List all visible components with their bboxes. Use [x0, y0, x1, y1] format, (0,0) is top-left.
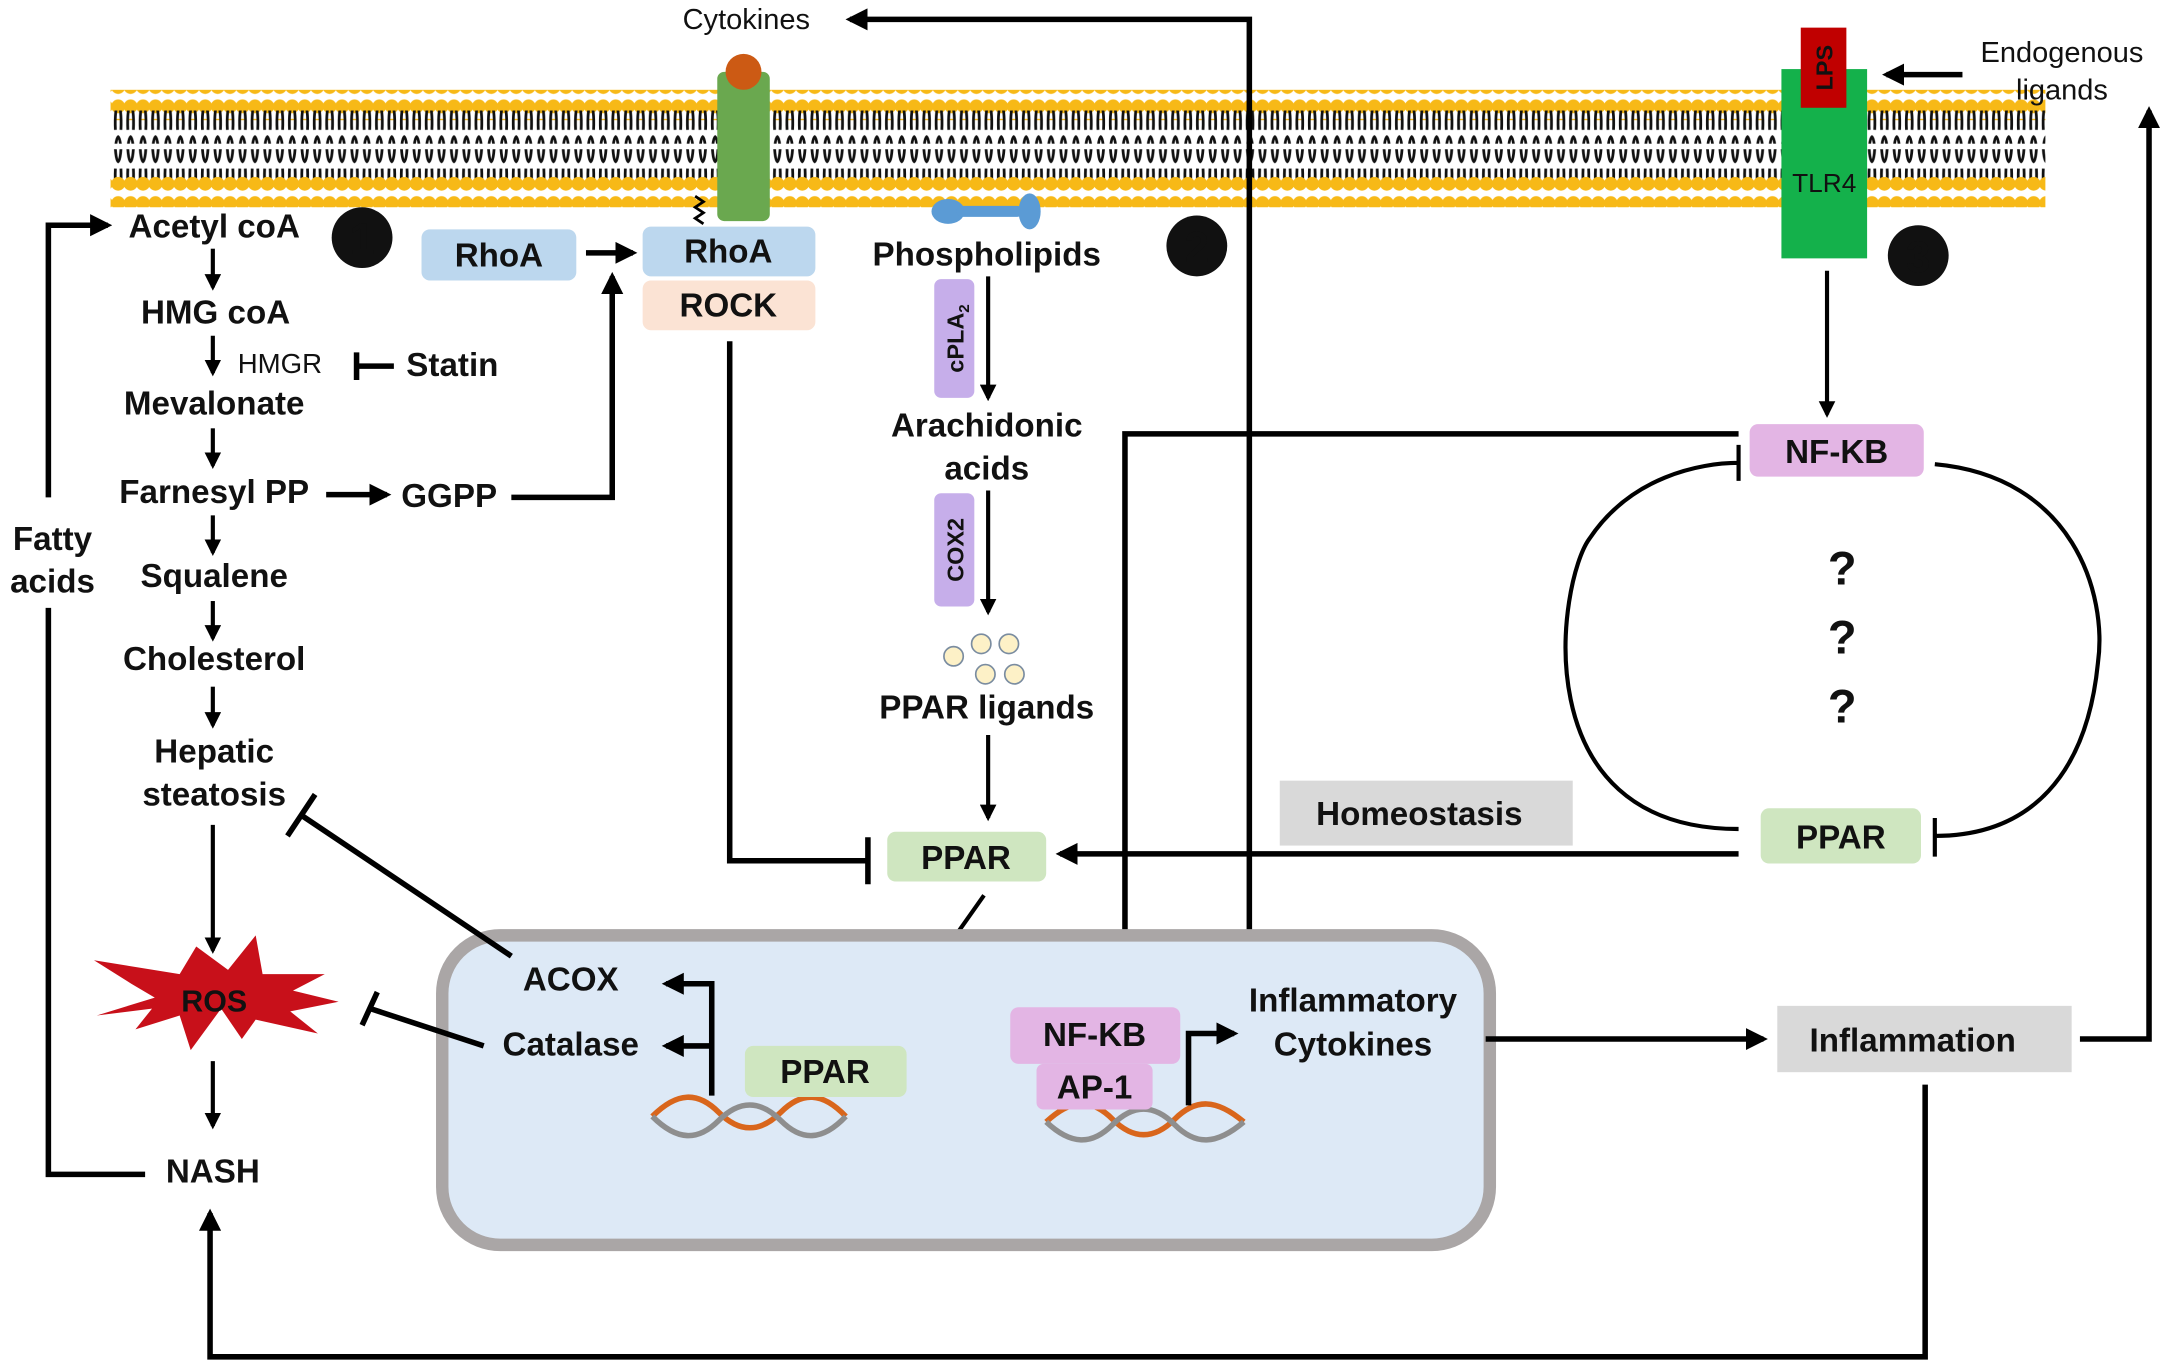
- svg-text:Inflammation: Inflammation: [1810, 1022, 2016, 1059]
- unknown-mark-2: ?: [1828, 611, 1857, 664]
- svg-text:2: 2: [1185, 224, 1210, 273]
- hepatic-steatosis-label-2: steatosis: [142, 777, 286, 814]
- ppar-right-box: PPAR: [1760, 808, 1922, 864]
- arachidonic-acids-label-2: acids: [944, 450, 1029, 487]
- ap1-nuclear-box: AP-1: [1036, 1063, 1153, 1110]
- arachidonic-acids-label-1: Arachidonic: [891, 408, 1083, 445]
- svg-text:PPAR: PPAR: [921, 840, 1011, 877]
- lipid-anchor-icon: [692, 195, 706, 225]
- cox2-enzyme-box: COX2: [934, 493, 975, 607]
- arrow-ggpp-to-rhoa: [511, 271, 624, 501]
- hepatic-steatosis-label-1: Hepatic: [154, 734, 274, 771]
- endogenous-ligands-label-2: ligands: [2016, 74, 2108, 106]
- arrow-inflammation-to-endogenous-ligands: [2079, 106, 2161, 1042]
- fatty-acids-label-1: Fatty: [13, 521, 93, 558]
- dna-helix-left-icon: [650, 1094, 848, 1139]
- catalase-label: Catalase: [503, 1027, 639, 1064]
- nash-label: NASH: [166, 1154, 260, 1191]
- inflammation-box: Inflammation: [1777, 1005, 2072, 1073]
- svg-text:NF-KB: NF-KB: [1785, 434, 1888, 471]
- svg-text:PPAR: PPAR: [780, 1054, 870, 1091]
- phospholipids-label: Phospholipids: [873, 236, 1101, 273]
- acetyl-coa-label: Acetyl coA: [129, 209, 300, 246]
- cholesterol-label: Cholesterol: [123, 641, 305, 678]
- membrane-inner-heads: [110, 176, 2046, 208]
- pathway-marker-3: 3: [1887, 225, 1949, 287]
- receptor-ligand-cap: [725, 53, 762, 90]
- unknown-mark-3: ?: [1828, 680, 1857, 733]
- ppar-inhibits-nfkb-arc: [1563, 444, 1741, 832]
- pathway-marker-2: 2: [1166, 215, 1228, 277]
- lps-label: LPS: [1812, 45, 1838, 91]
- rock-inhibits-ppar: [726, 341, 871, 885]
- cytokines-secretion-arrow: [845, 8, 1253, 957]
- svg-text:1: 1: [350, 215, 375, 264]
- ppar-nuclear-box: PPAR: [744, 1045, 907, 1098]
- svg-text:ROCK: ROCK: [680, 287, 778, 324]
- membrane-outer-tails: [110, 110, 2046, 144]
- statin-label: Statin: [406, 347, 498, 384]
- arrow-gene-to-cytokines: [1185, 1022, 1239, 1106]
- arrow-gene-to-acox: [661, 972, 715, 1096]
- farnesyl-pp-label: Farnesyl PP: [119, 474, 309, 511]
- svg-text:PPAR: PPAR: [1796, 819, 1886, 856]
- svg-text:AP-1: AP-1: [1057, 1069, 1133, 1106]
- arrow-nfkb-to-nucleus: [1113, 431, 1739, 983]
- phospholipid-icon: [931, 193, 1041, 230]
- catalase-inhibits-ros: [359, 990, 485, 1049]
- tlr4-label: TLR4: [1792, 168, 1856, 198]
- ggpp-label: GGPP: [401, 478, 497, 515]
- fatty-acids-label-2: acids: [10, 564, 95, 601]
- svg-text:cPLA2: cPLA2: [942, 304, 973, 372]
- rhoa-cytosolic-box: RhoA: [421, 229, 577, 281]
- cytokine-receptor: [692, 53, 770, 225]
- cpla2-enzyme-box: cPLA2: [934, 279, 975, 398]
- nfkb-nuclear-box: NF-KB: [1010, 1007, 1181, 1064]
- svg-text:RhoA: RhoA: [455, 238, 543, 275]
- ppar-ligand-dots-icon: [943, 633, 1025, 685]
- lps-molecule: LPS: [1800, 27, 1847, 108]
- nucleus: [436, 929, 1497, 1252]
- cytokines-label: Cytokines: [683, 4, 810, 36]
- rhoa-membrane-box: RhoA: [642, 226, 816, 277]
- ros-burst: ROS: [93, 935, 339, 1051]
- homeostasis-box: Homeostasis: [1279, 780, 1573, 846]
- ppar-ligands-label: PPAR ligands: [879, 689, 1094, 726]
- acox-label: ACOX: [523, 962, 619, 999]
- hmg-coa-label: HMG coA: [141, 294, 290, 331]
- svg-text:RhoA: RhoA: [684, 234, 772, 271]
- ros-label: ROS: [181, 984, 247, 1018]
- arrow-nash-fatty-acids-loop-upper: [45, 214, 113, 498]
- acox-inhibits-steatosis: [285, 792, 513, 959]
- cpla2-label: cPLA: [942, 313, 968, 373]
- cox2-label: COX2: [942, 518, 968, 582]
- receptor-body: [717, 71, 770, 222]
- mevalonate-label: Mevalonate: [124, 386, 305, 423]
- arrow-inflammation-to-nash: [199, 1084, 1928, 1360]
- arrow-nash-fatty-acids-loop-lower: [45, 607, 146, 1178]
- svg-text:NF-KB: NF-KB: [1043, 1017, 1146, 1054]
- endogenous-ligands-label-1: Endogenous: [1981, 37, 2144, 69]
- svg-text:3: 3: [1906, 233, 1931, 282]
- inflammatory-cytokines-label-2: Cytokines: [1274, 1027, 1432, 1064]
- ppar-cytoplasm-box: PPAR: [887, 831, 1047, 882]
- squalene-label: Squalene: [141, 558, 288, 595]
- nfkb-inhibits-ppar-arc: [1932, 462, 2102, 857]
- statin-inhibition: [353, 352, 394, 380]
- nfkb-cytoplasm-box: NF-KB: [1749, 424, 1924, 477]
- hmgr-label: HMGR: [238, 348, 322, 379]
- inflammatory-cytokines-label-1: Inflammatory: [1249, 982, 1458, 1019]
- rock-box: ROCK: [642, 280, 816, 331]
- unknown-mark-1: ?: [1828, 541, 1857, 594]
- cell-membrane: [110, 89, 2046, 208]
- svg-text:Homeostasis: Homeostasis: [1316, 796, 1522, 833]
- pathway-marker-1: 1: [331, 207, 393, 269]
- cpla2-subscript: 2: [956, 304, 973, 312]
